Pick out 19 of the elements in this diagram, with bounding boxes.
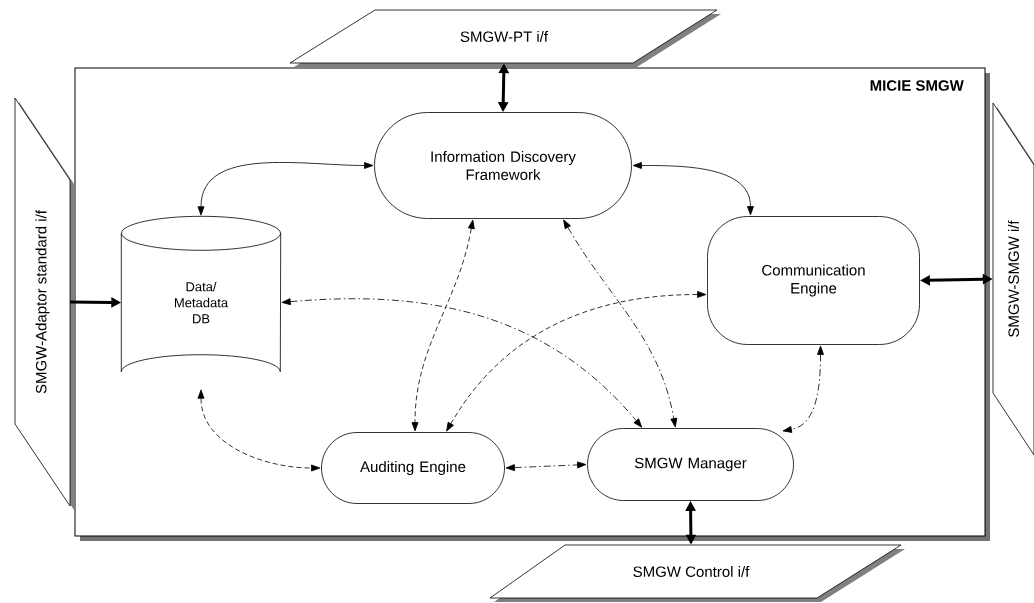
arrow xyxy=(505,461,587,472)
arrow xyxy=(197,162,374,216)
process-box: SMGW Manager xyxy=(587,428,794,501)
interface-parallelogram: SMGW Control i/f xyxy=(489,544,905,602)
arrow xyxy=(281,298,643,428)
arrow xyxy=(446,291,707,432)
database-cylinder: Data/ Metadata DB xyxy=(120,215,282,373)
interface-parallelogram: SMGW-SMGW i/f xyxy=(992,102,1034,459)
process-box: Communication Engine xyxy=(707,216,920,345)
interface-parallelogram: SMGW-PT i/f xyxy=(289,9,721,67)
arrow xyxy=(411,219,475,432)
process-box: Auditing Engine xyxy=(321,432,505,504)
arrow xyxy=(782,345,824,433)
arrow xyxy=(632,162,754,216)
process-box: Information Discovery Framework xyxy=(374,112,632,219)
arrow xyxy=(563,219,678,428)
interface-parallelogram: SMGW-Adaptor standard i/f xyxy=(14,97,74,510)
arrow xyxy=(197,389,321,472)
node-label: Data/ Metadata DB xyxy=(174,281,229,324)
